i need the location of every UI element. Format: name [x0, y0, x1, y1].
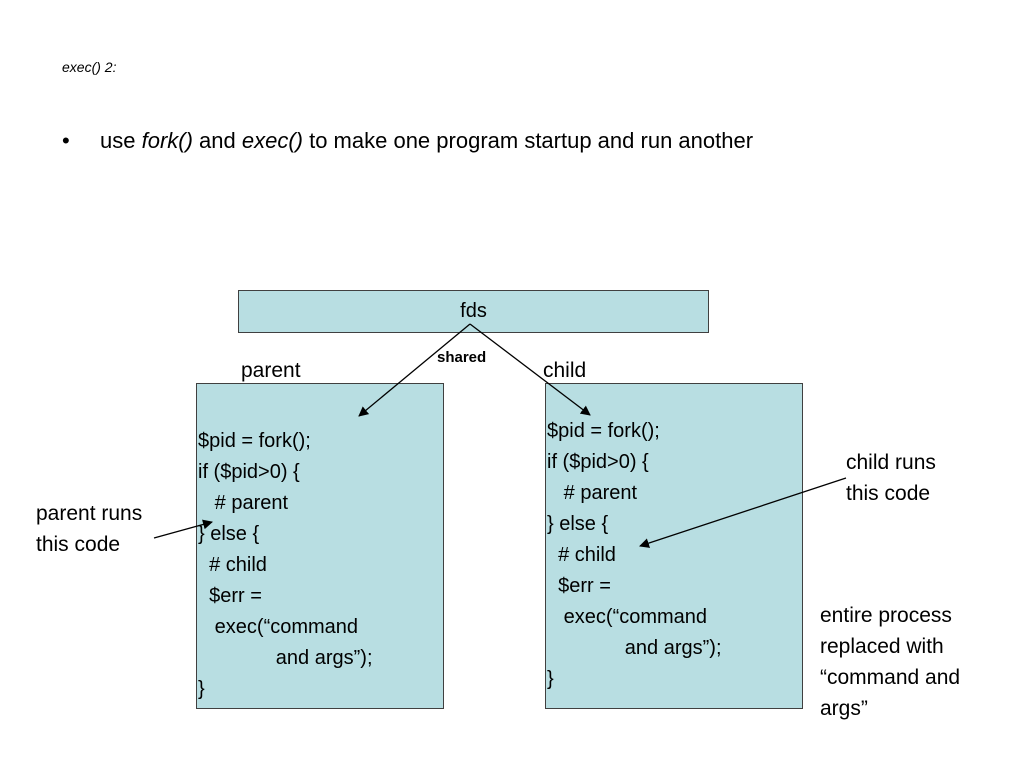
- code-line: # child: [198, 554, 267, 576]
- parent-runs-note: parent runs this code: [36, 502, 143, 556]
- child-runs-arrow: [639, 477, 847, 548]
- parent-label: parent: [241, 359, 301, 382]
- code-line: # parent: [547, 482, 638, 504]
- bullet-exec-text: exec(): [241, 128, 303, 153]
- code-line: if ($pid>0) {: [547, 451, 649, 473]
- code-line: $pid = fork();: [547, 420, 660, 442]
- child-code-block: $pid = fork(); if ($pid>0) { # parent } el…: [547, 416, 722, 695]
- code-line: and args”);: [198, 647, 373, 669]
- process-replaced-note: entire process replaced with “command an…: [820, 604, 961, 720]
- child-runs-note: child runs this code: [846, 451, 936, 505]
- code-line: exec(“command: [198, 616, 359, 638]
- shared-label: shared: [437, 349, 487, 366]
- code-line: $pid = fork();: [198, 430, 311, 452]
- child-process-box: $pid = fork(); if ($pid>0) { # parent } el…: [545, 383, 803, 709]
- slide-title: exec() 2:: [62, 59, 117, 75]
- child-label: child: [543, 359, 587, 382]
- fds-box: fds: [238, 290, 709, 333]
- bullet-text-after: to make one program startup and run anot…: [302, 128, 754, 153]
- code-line: # parent: [198, 492, 289, 514]
- parent-runs-arrow: [153, 519, 213, 539]
- code-line: # child: [547, 544, 616, 566]
- bullet-point: • use fork() and exec() to make one progr…: [62, 128, 753, 154]
- fds-to-parent-arrow: [358, 323, 471, 417]
- code-line: exec(“command: [547, 606, 708, 628]
- code-line: $err =: [198, 585, 262, 607]
- code-line: if ($pid>0) {: [198, 461, 300, 483]
- fds-label: fds: [460, 300, 487, 322]
- bullet-fork-text: fork(): [141, 128, 193, 153]
- parent-code-block: $pid = fork(); if ($pid>0) { # parent } el…: [198, 426, 373, 705]
- code-line: and args”);: [547, 637, 722, 659]
- code-line: } else {: [198, 523, 260, 545]
- bullet-symbol: •: [62, 128, 70, 153]
- bullet-text-before: use: [100, 128, 142, 153]
- code-line: } else {: [547, 513, 609, 535]
- fds-to-child-arrow: [469, 323, 591, 416]
- parent-process-box: $pid = fork(); if ($pid>0) { # parent } el…: [196, 383, 444, 709]
- code-line: }: [198, 678, 205, 700]
- code-line: }: [547, 668, 554, 690]
- bullet-text-middle: and: [192, 128, 242, 153]
- code-line: $err =: [547, 575, 611, 597]
